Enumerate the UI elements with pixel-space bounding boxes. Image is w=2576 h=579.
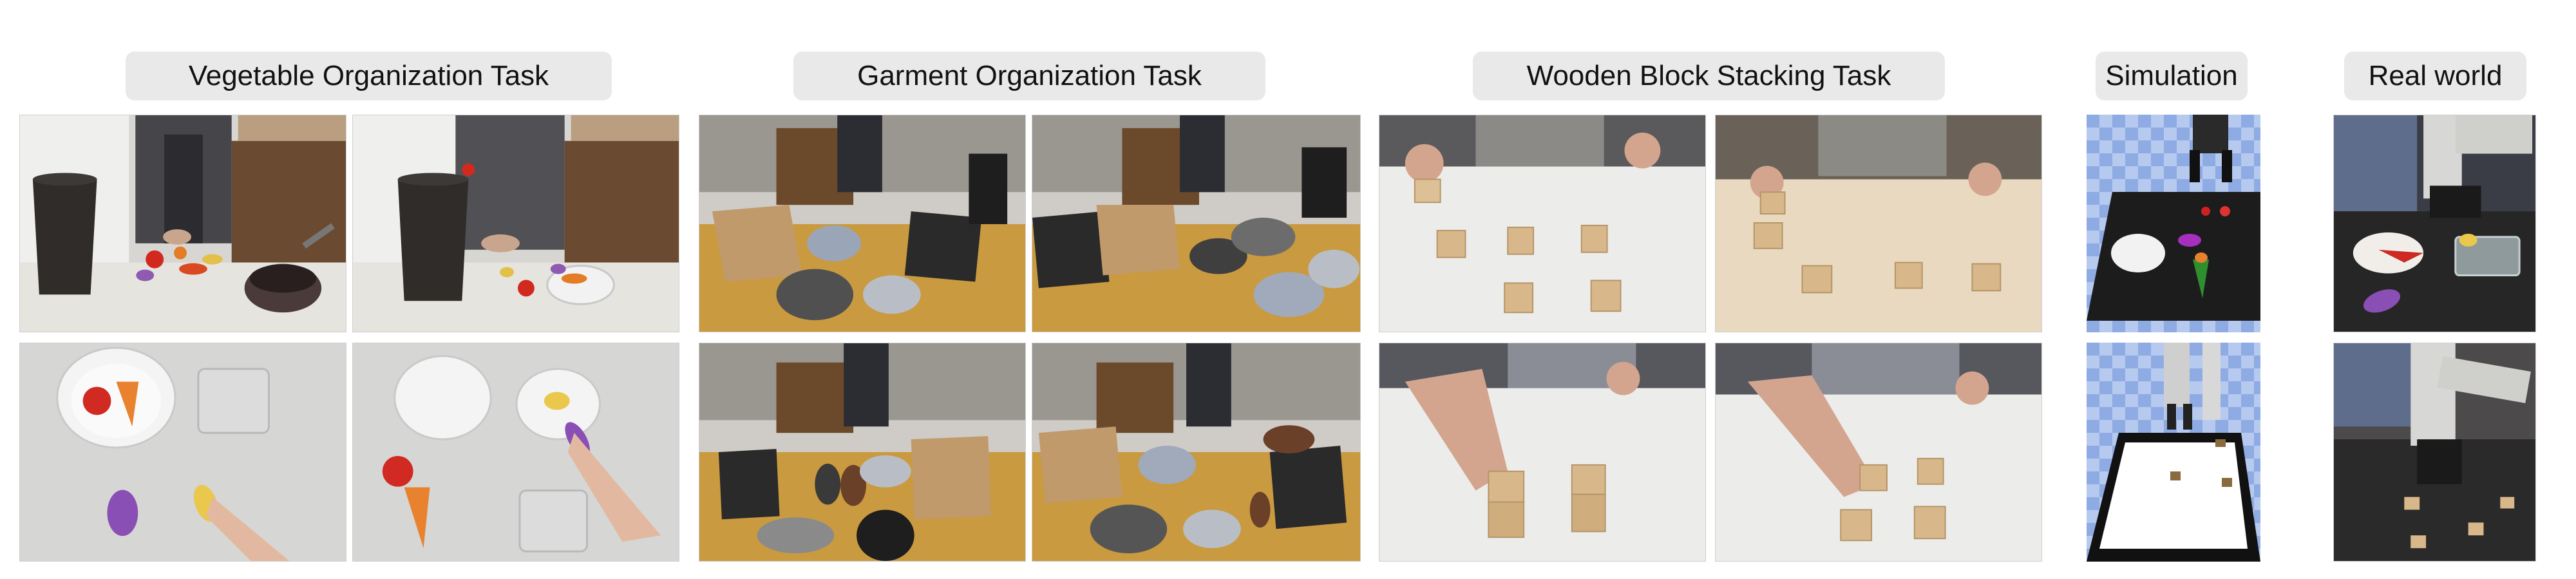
- blocks-task-title: Wooden Block Stacking Task: [1473, 52, 1945, 100]
- blocks-photo-3: [1379, 343, 1706, 562]
- vegetable-kitchen-photo-1: [19, 115, 346, 332]
- vegetable-task-title: Vegetable Organization Task: [126, 52, 612, 100]
- vegetable-task-panel: Vegetable Organization Task: [19, 0, 679, 579]
- garment-photo-1: [699, 115, 1026, 332]
- real-blocks-photo: [2333, 343, 2536, 562]
- sim-vegetable-render: [2087, 115, 2260, 332]
- real-vegetable-photo: [2333, 115, 2536, 332]
- sim-blocks-render: [2087, 343, 2260, 562]
- blocks-photo-4: [1715, 343, 2042, 562]
- vegetable-kitchen-photo-2: [352, 115, 679, 332]
- garment-task-panel: Garment Organization Task: [699, 0, 1361, 579]
- real-world-title: Real world: [2344, 52, 2526, 100]
- blocks-photo-1: [1379, 115, 1706, 332]
- simulation-panel: Simulation: [2087, 0, 2260, 579]
- garment-photo-2: [1032, 115, 1361, 332]
- garment-photo-4: [1032, 343, 1361, 562]
- garment-photo-3: [699, 343, 1026, 562]
- garment-task-title: Garment Organization Task: [793, 52, 1265, 100]
- blocks-task-panel: Wooden Block Stacking Task: [1379, 0, 2042, 579]
- real-world-panel: Real world: [2333, 0, 2536, 579]
- vegetable-tabletop-photo-2: [352, 343, 679, 562]
- simulation-title: Simulation: [2096, 52, 2248, 100]
- blocks-photo-2: [1715, 115, 2042, 332]
- vegetable-tabletop-photo-1: [19, 343, 346, 562]
